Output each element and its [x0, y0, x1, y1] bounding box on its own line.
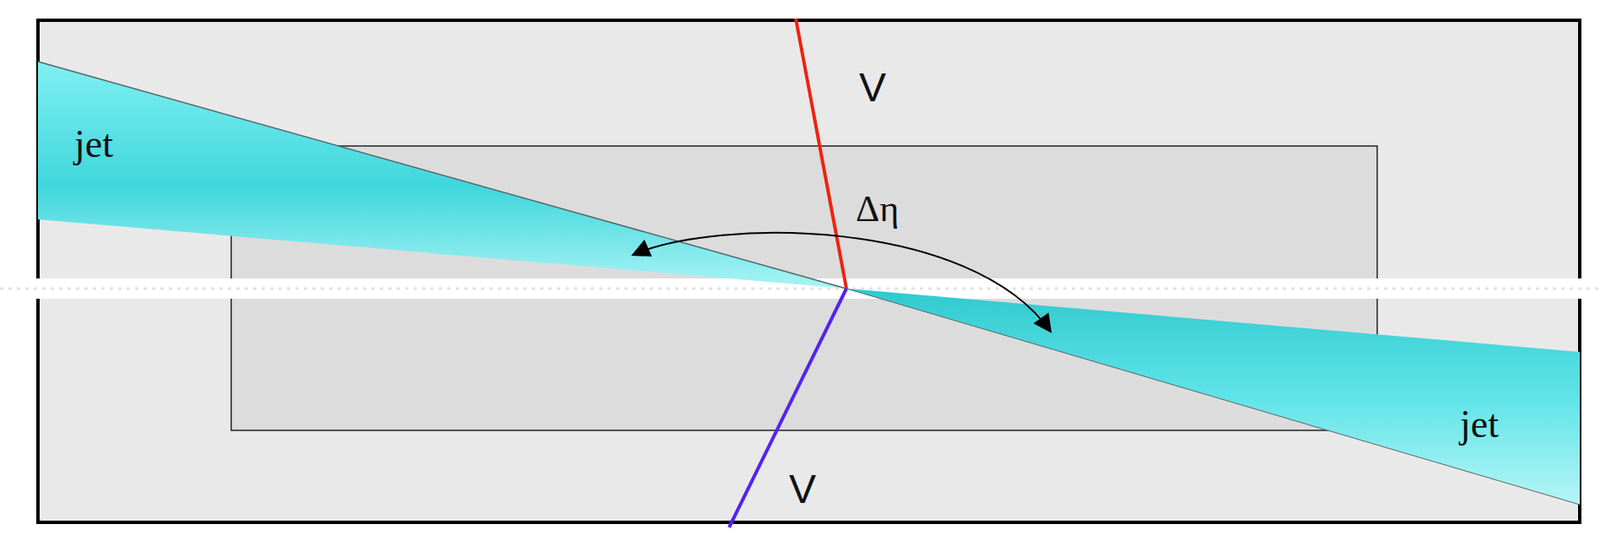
jet-edge	[846, 288, 1580, 505]
jet-label: jet	[74, 124, 114, 164]
boson-label: V	[859, 67, 887, 109]
jet-edge	[37, 61, 847, 289]
boson-label: V	[789, 469, 817, 510]
eta-label: Δη	[855, 190, 899, 228]
eta-arrow	[632, 232, 1051, 332]
jet-label: jet	[1459, 405, 1499, 444]
boson-line	[729, 288, 847, 528]
jet-cone	[846, 288, 1580, 505]
boson-line	[795, 18, 847, 289]
beam-dashes	[0, 287, 1600, 291]
jet-cone	[37, 61, 847, 289]
